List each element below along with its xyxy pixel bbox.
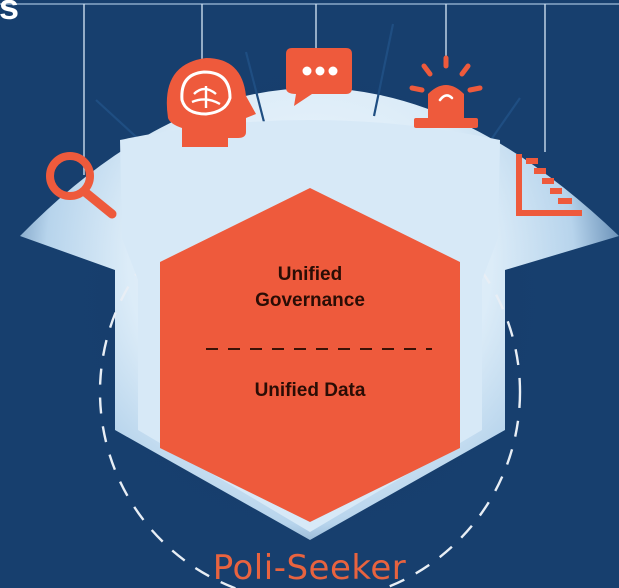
core-hexagon xyxy=(160,188,460,522)
unified-data-label: Unified Data xyxy=(254,380,366,401)
unified-governance-label: Unified Governance xyxy=(255,264,365,311)
hanging-threads xyxy=(83,4,546,175)
product-name: Poli-Seeker xyxy=(212,548,407,588)
alarm-siren-icon xyxy=(409,55,483,128)
brain-head-icon xyxy=(166,58,256,147)
staircase-chart-icon xyxy=(516,154,582,216)
chat-bubble-icon xyxy=(286,48,352,106)
cropped-title-fragment: s xyxy=(0,0,20,27)
search-icon xyxy=(46,152,117,219)
